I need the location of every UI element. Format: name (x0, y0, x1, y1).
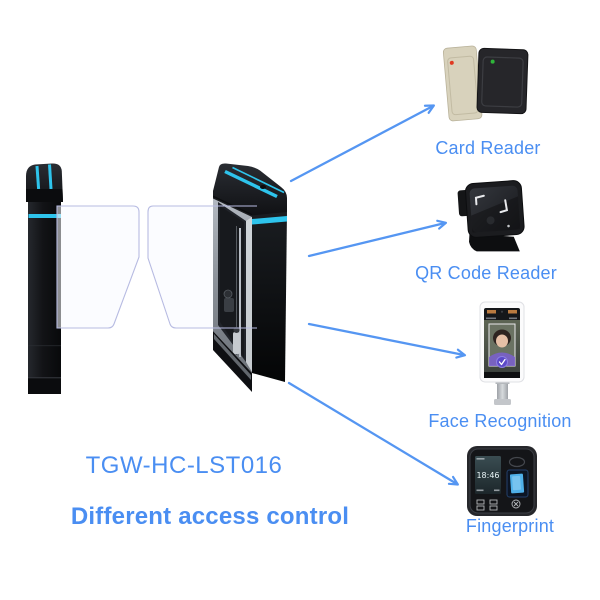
right-pillar-head-stripe (232, 166, 285, 194)
ir-light-icon (508, 310, 517, 314)
fingerprint-sensor-icon (509, 473, 525, 494)
right-pillar-head-stripe (224, 169, 278, 199)
device-label-fingerprint: Fingerprint (465, 516, 555, 536)
arrow-icon-card-reader (289, 104, 435, 183)
turnstile-gate-image (26, 163, 287, 394)
fingerprint-clock: 18:46 (476, 471, 499, 480)
left-pillar-head-stripe (48, 164, 53, 190)
card-reader-led-red (449, 60, 454, 65)
camera-icon (500, 310, 504, 313)
card-reader-image (442, 45, 529, 122)
face-recognition-image (479, 301, 525, 405)
fingerprint-screen (475, 456, 501, 494)
qr-code-reader-image (457, 180, 525, 252)
glass-flap-right (148, 206, 213, 328)
ir-light-icon (487, 310, 496, 314)
left-pillar-accent-stripe (28, 214, 61, 218)
keypad-icons (476, 499, 521, 511)
arrows (287, 104, 467, 486)
product-caption: Different access control (70, 503, 350, 530)
check-icon (498, 358, 506, 366)
device-label-qr-code-reader: QR Code Reader (415, 263, 557, 283)
qr-scan-frame-icon (474, 194, 509, 214)
arrow-icon-face-recognition (307, 322, 467, 359)
fingerprint-image: 18:46 (467, 446, 537, 516)
device-label-face-recognition: Face Recognition (428, 411, 572, 431)
product-model: TGW-HC-LST016 (85, 452, 283, 479)
card-reader-led-green (490, 59, 495, 64)
glass-flap-left (56, 205, 140, 329)
left-pillar-head-stripe (35, 165, 41, 190)
left-pillar (26, 163, 63, 394)
right-pillar-accent-stripe (252, 216, 287, 225)
arrow-icon-fingerprint (287, 381, 459, 486)
device-label-card-reader: Card Reader (435, 138, 541, 158)
speaker-icon (508, 456, 526, 468)
right-pillar (213, 163, 287, 392)
arrow-icon-qr-code-reader (307, 219, 448, 258)
